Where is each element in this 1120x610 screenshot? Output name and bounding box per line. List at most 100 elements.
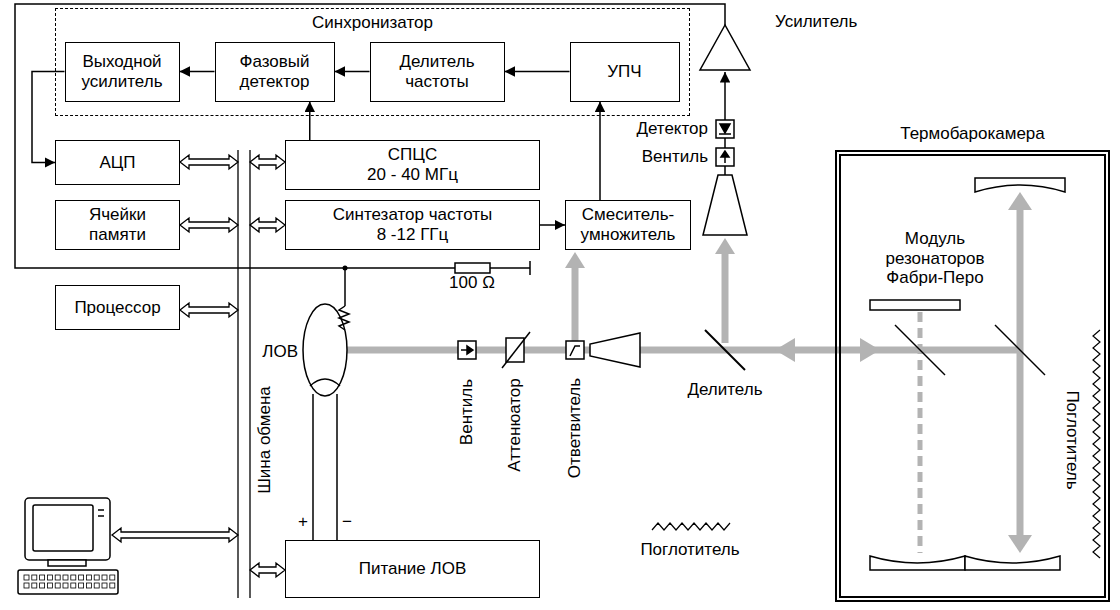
part-label: Детектор	[636, 119, 708, 139]
beam-arrowhead	[775, 338, 795, 362]
wire	[336, 394, 338, 540]
bwo-tube	[310, 379, 340, 386]
computer-icon	[110, 575, 115, 580]
box-label: Смеситель-умножитель	[572, 205, 684, 244]
part-label: Аттенюатор	[505, 378, 525, 472]
computer-icon	[40, 583, 45, 588]
box-label: Выходной усилитель	[72, 52, 172, 91]
computer-icon	[63, 583, 68, 588]
wire	[724, 138, 726, 148]
box-label: Процессор	[74, 298, 160, 318]
wire	[724, 166, 726, 175]
box-label: АЦП	[99, 153, 135, 173]
computer-icon	[102, 583, 107, 588]
isolator-symbol	[721, 151, 729, 157]
beam-splitter	[895, 325, 1045, 375]
box-label: 8 -12 ГГц	[377, 225, 449, 245]
box-label: 20 - 40 МГц	[367, 165, 458, 185]
part-label: +	[298, 512, 308, 532]
process-box: СПЦС20 - 40 МГц	[285, 140, 540, 190]
process-box: Фазовый детектор	[215, 42, 335, 102]
computer-icon	[24, 583, 29, 588]
computer-icon	[25, 498, 110, 560]
computer-icon	[48, 560, 86, 566]
process-box: Процессор	[55, 285, 180, 330]
amplifier-symbol	[700, 25, 750, 70]
part-label: Вентиль	[642, 147, 708, 167]
computer-icon	[98, 515, 104, 517]
absorber-symbol	[1093, 330, 1100, 558]
box-label: СПЦС	[388, 145, 437, 165]
mirror	[870, 178, 1065, 570]
part-label: −	[342, 512, 352, 532]
beam-arrowhead	[1008, 535, 1032, 553]
detector-symbol	[716, 120, 734, 138]
beam-splitter	[705, 330, 745, 370]
detector-symbol	[716, 120, 734, 138]
wire	[344, 268, 346, 306]
mirror	[870, 556, 965, 570]
part-label: Вентиль	[457, 379, 477, 445]
beam	[347, 205, 1020, 553]
process-box: Синтезатор частоты8 -12 ГГц	[285, 200, 540, 250]
data-bus	[180, 218, 238, 232]
data-bus	[250, 563, 285, 577]
part-label: Делитель	[687, 380, 762, 400]
group-title: Термобарокамера	[841, 124, 1104, 144]
computer-icon	[79, 575, 84, 580]
part-label: Усилитель	[775, 12, 857, 32]
signal-arrow	[180, 71, 215, 73]
part-label: ЛОВ	[262, 342, 298, 362]
coupler-symbol	[566, 341, 584, 359]
process-box: Смеситель-умножитель	[565, 200, 691, 250]
computer-icon	[32, 583, 37, 588]
absorber-symbol	[652, 330, 1100, 558]
computer-icon	[18, 498, 118, 594]
coupler-symbol	[566, 341, 584, 359]
computer-icon	[79, 583, 84, 588]
attenuator-symbol	[502, 332, 530, 368]
process-box: АЦП	[55, 140, 180, 185]
data-bus	[180, 303, 238, 317]
computer-icon	[98, 509, 104, 511]
beam	[572, 265, 579, 343]
process-box: Питание ЛОВ	[285, 540, 540, 598]
process-box: Ячейки памяти	[55, 200, 180, 250]
beam-arrowhead	[715, 238, 735, 254]
chamber-housing: Термобарокамера	[835, 150, 1110, 602]
process-box: Выходной усилитель	[65, 42, 180, 102]
detector-symbol	[719, 133, 731, 135]
mirror	[965, 556, 1060, 570]
signal-arrow	[335, 71, 370, 73]
data-bus	[180, 155, 238, 169]
group-title: Синхронизатор	[56, 13, 689, 33]
beam-arrowhead	[1008, 192, 1032, 210]
computer-icon	[40, 575, 45, 580]
wire	[15, 4, 725, 540]
computer-icon	[110, 583, 115, 588]
computer-icon	[94, 575, 99, 580]
beam	[1017, 205, 1024, 540]
isolator-symbol	[716, 148, 734, 166]
isolator-symbol	[467, 346, 473, 354]
isolator-symbol	[716, 148, 734, 166]
data-bus	[250, 218, 285, 232]
part-label: Модуль резонаторов Фабри-Перо	[870, 229, 1000, 288]
wire	[724, 72, 726, 120]
computer-icon	[33, 505, 93, 551]
bwo-tube	[339, 306, 349, 330]
part-label: Шина обмена	[255, 386, 275, 493]
computer-icon	[71, 575, 76, 580]
box-label: Ячейки памяти	[68, 205, 168, 244]
computer-icon	[86, 583, 91, 588]
computer-icon	[71, 583, 76, 588]
coupler-symbol	[570, 346, 580, 356]
beam-arrowhead	[565, 192, 1032, 553]
computer-icon	[55, 575, 60, 580]
box-label: Делитель частоты	[382, 52, 492, 91]
beam-splitter	[995, 325, 1045, 375]
data-bus	[112, 528, 238, 542]
box-label: Фазовый детектор	[225, 52, 325, 91]
isolator-symbol	[458, 341, 476, 359]
absorber-symbol	[652, 523, 730, 530]
